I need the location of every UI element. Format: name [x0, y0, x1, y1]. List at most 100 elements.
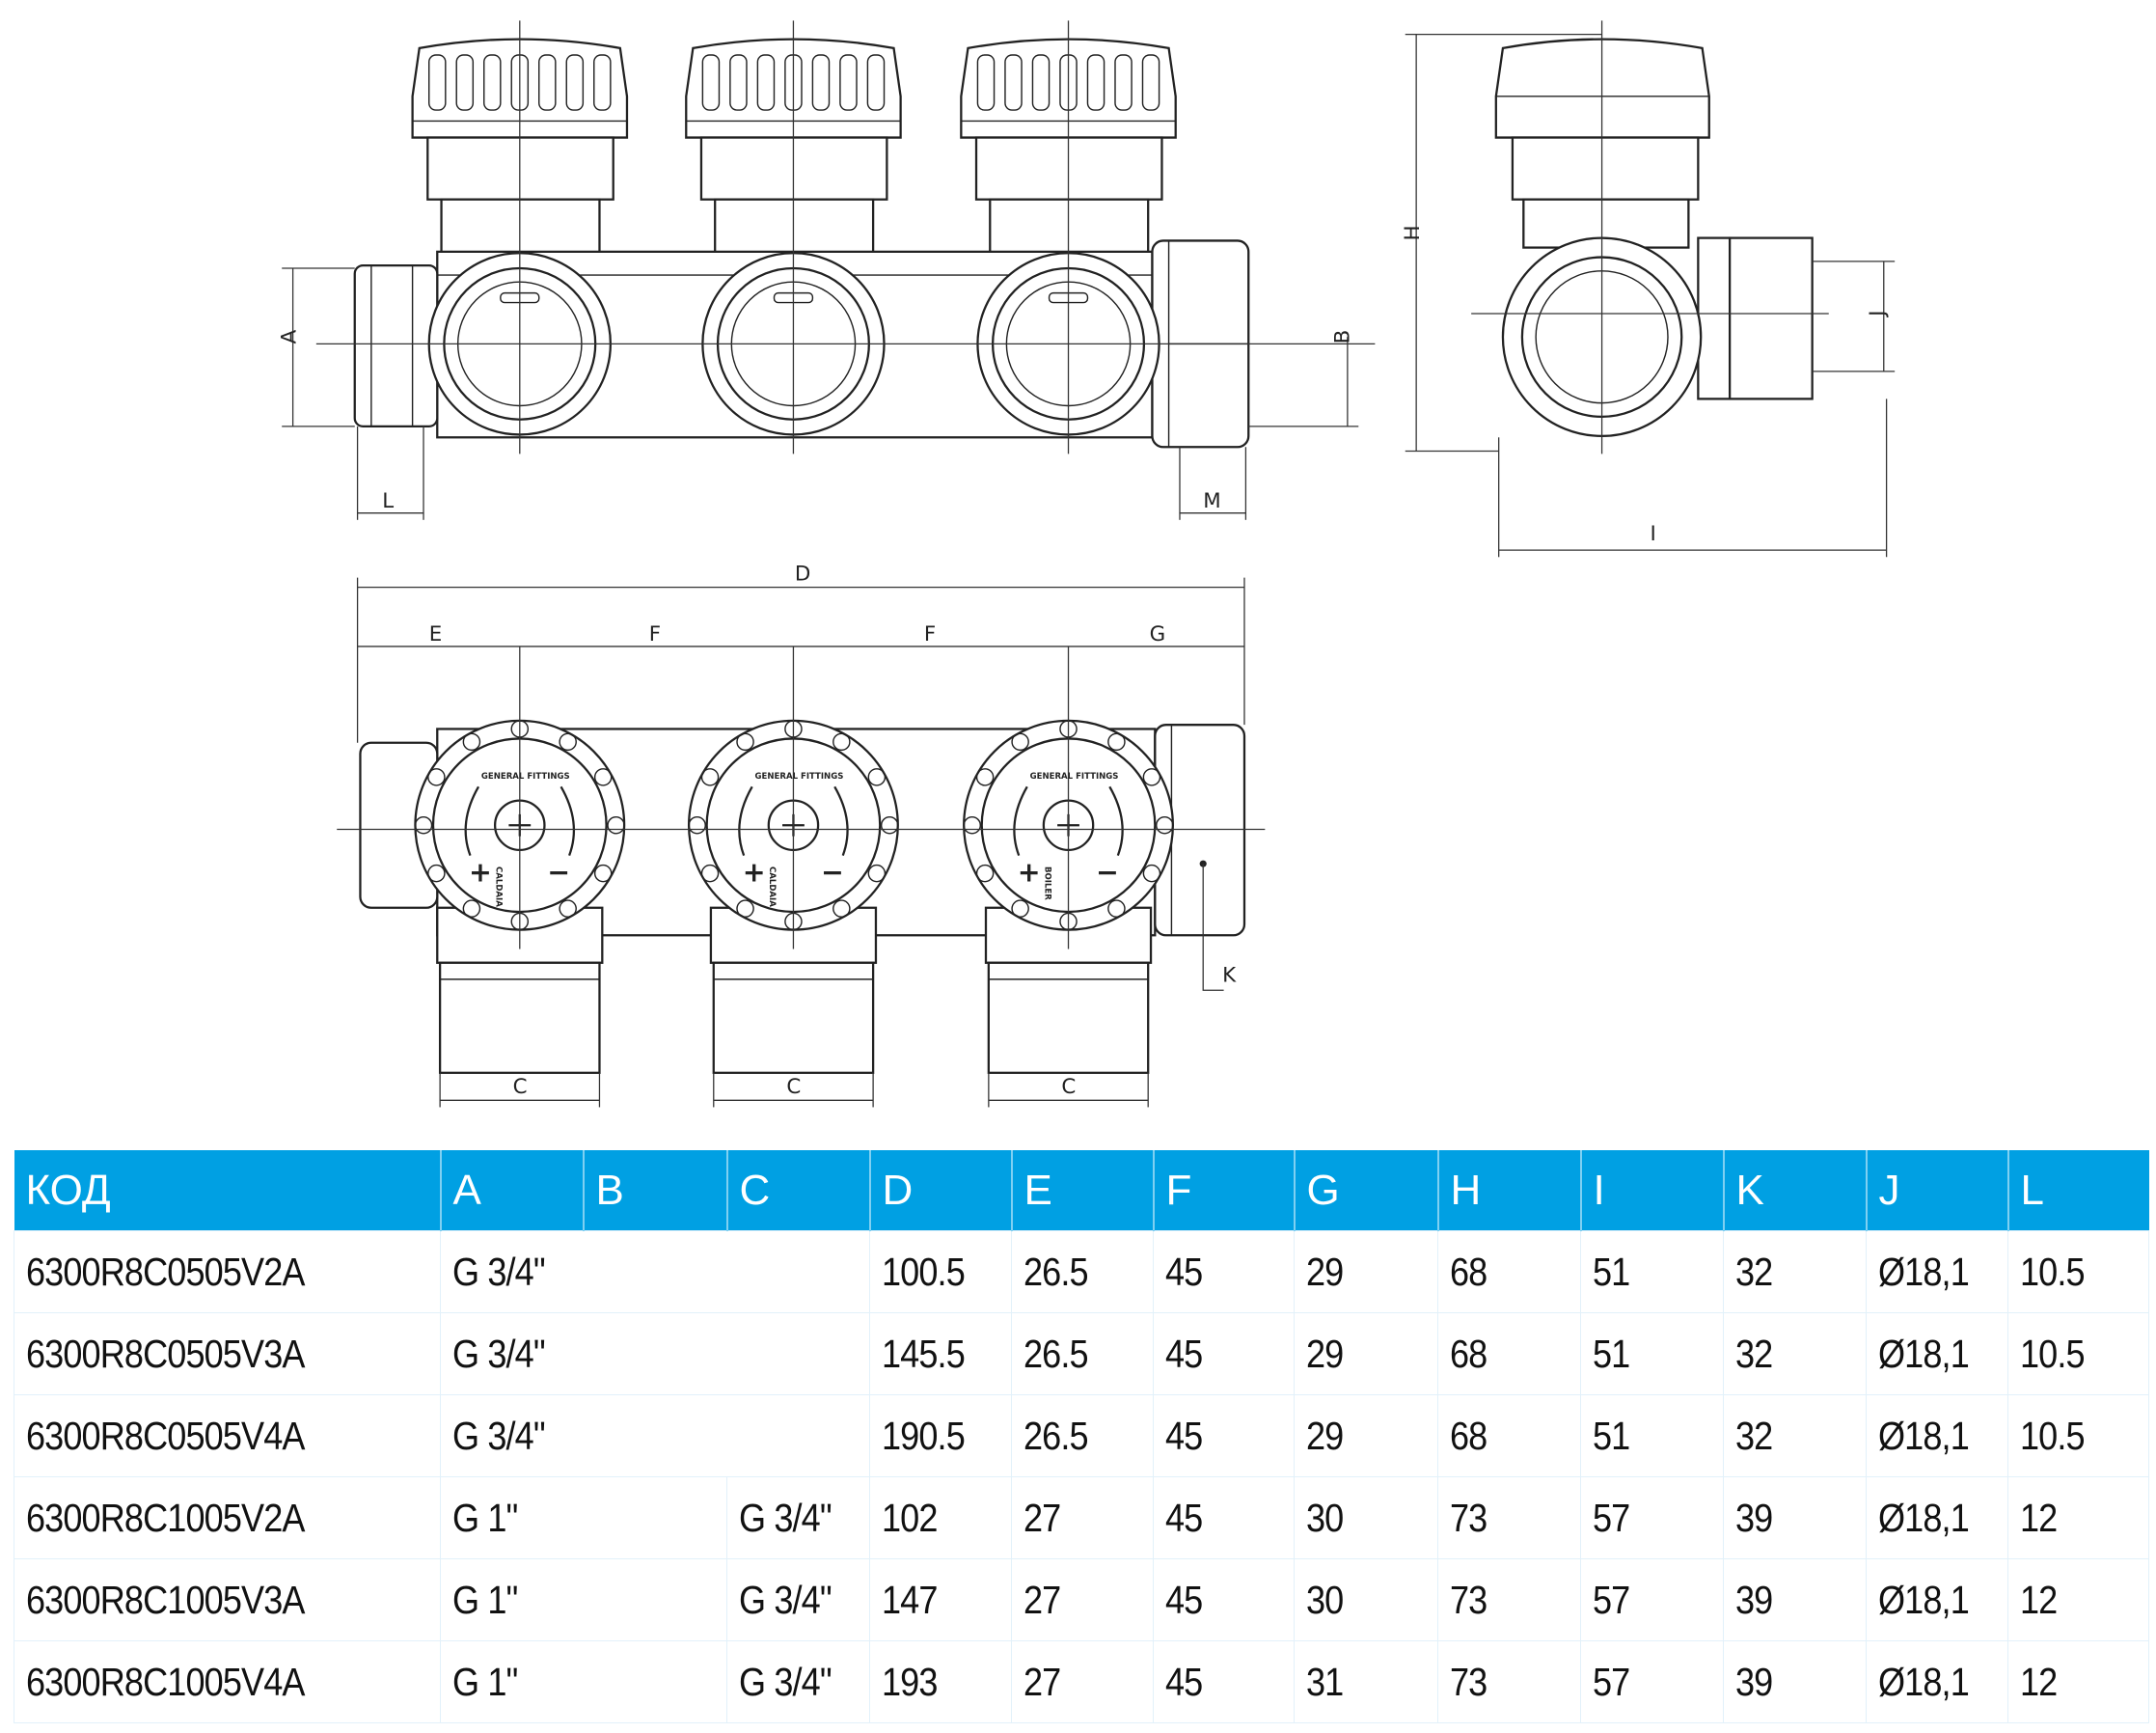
knob-grip: [736, 899, 754, 918]
cell-l: 10.5: [2007, 1312, 2149, 1395]
cell-l: 12: [2007, 1476, 2149, 1559]
cell-value: 32: [1735, 1331, 1773, 1376]
knob-label: CALDAIA: [767, 866, 777, 907]
knob-logo: GENERAL FITTINGS: [1030, 772, 1119, 782]
cell-f: 45: [1153, 1640, 1295, 1723]
plan-view: D E F F G +−GENERAL FITTINGSCALDAIAC+−GE…: [337, 563, 1266, 1108]
knob-grip: [688, 815, 706, 835]
column-header-f: F: [1152, 1150, 1295, 1231]
dim-label-F: F: [649, 622, 661, 646]
knob-grip: [1156, 815, 1174, 835]
knob-grip: [1086, 54, 1105, 111]
knob-grip: [729, 54, 748, 111]
dim-label-A: A: [277, 329, 301, 344]
dim-label-I: I: [1650, 522, 1655, 546]
valve-stem: [714, 198, 875, 253]
cell-k: 39: [1723, 1558, 1867, 1641]
cell-a: G 3/4": [440, 1312, 870, 1395]
cell-g: 30: [1294, 1558, 1438, 1641]
cell-value: 26.5: [1023, 1249, 1089, 1294]
knob-grip: [832, 899, 851, 918]
cell-g: 29: [1294, 1312, 1438, 1395]
knob-grip: [756, 54, 776, 111]
cell-value: 73: [1450, 1495, 1487, 1540]
cell-value: G 3/4": [452, 1331, 546, 1376]
cell-e: 27: [1011, 1640, 1154, 1723]
cell-k: 32: [1723, 1312, 1867, 1395]
column-header-d: D: [868, 1150, 1012, 1231]
cell-j: Ø18,1: [1866, 1312, 2008, 1395]
knob-grip: [593, 768, 613, 786]
cell-value: G 3/4": [452, 1413, 546, 1458]
column-header-i: I: [1579, 1150, 1724, 1231]
cell-l: 12: [2007, 1640, 2149, 1723]
cell-value: 10.5: [2020, 1413, 2086, 1458]
cell-d: 145.5: [869, 1312, 1012, 1395]
cell-l: 10.5: [2007, 1230, 2149, 1313]
knob-grip: [1011, 732, 1029, 752]
cell-e: 27: [1011, 1476, 1154, 1559]
cell-value: 73: [1450, 1577, 1487, 1622]
cell-value: Ø18,1: [1878, 1331, 1970, 1376]
valve-stem: [989, 198, 1150, 253]
cell-value: 51: [1593, 1249, 1630, 1294]
knob-grip: [701, 54, 721, 111]
cell-k: 39: [1723, 1640, 1867, 1723]
knob-grip: [1107, 732, 1126, 752]
cell-code: 6300R8C1005V3A: [14, 1558, 441, 1641]
arrow-icon: [833, 785, 849, 856]
minus-icon: −: [821, 857, 844, 889]
knob-grip: [428, 54, 447, 111]
cell-value: 29: [1306, 1331, 1344, 1376]
cell-value: Ø18,1: [1878, 1413, 1970, 1458]
cell-value: 27: [1023, 1577, 1061, 1622]
dim-label-J: J: [1866, 311, 1890, 318]
cell-value: 57: [1593, 1495, 1630, 1540]
front-valve: [960, 20, 1177, 454]
dim-label-C: C: [513, 1075, 528, 1099]
arrow-icon: [1108, 785, 1124, 856]
cell-value: 6300R8C1005V4A: [26, 1659, 305, 1704]
cell-value: 32: [1735, 1249, 1773, 1294]
plus-icon: +: [1018, 857, 1041, 889]
cell-value: 39: [1735, 1659, 1773, 1704]
column-header-code: КОД: [14, 1150, 441, 1231]
cell-d: 100.5: [869, 1230, 1012, 1313]
knob-grip: [700, 768, 720, 786]
knob-grip: [700, 864, 720, 883]
cell-value: G 3/4": [739, 1577, 832, 1622]
knob-grip: [976, 54, 996, 111]
cell-a: G 1": [440, 1640, 727, 1723]
cell-value: 6300R8C0505V2A: [26, 1249, 305, 1294]
cell-h: 73: [1437, 1558, 1581, 1641]
knob-label: CALDAIA: [494, 866, 504, 907]
cell-value: 57: [1593, 1577, 1630, 1622]
column-header-b: B: [582, 1150, 727, 1231]
cell-value: G 1": [452, 1659, 518, 1704]
cell-j: Ø18,1: [1866, 1394, 2008, 1477]
cell-value: Ø18,1: [1878, 1249, 1970, 1294]
cell-value: 6300R8C0505V3A: [26, 1331, 305, 1376]
cell-value: 31: [1306, 1659, 1344, 1704]
dim-label-M: M: [1203, 489, 1220, 513]
cell-value: 12: [2020, 1495, 2058, 1540]
cell-value: 45: [1165, 1495, 1203, 1540]
column-header-j: J: [1865, 1150, 2008, 1231]
dim-label-G: G: [1150, 622, 1166, 646]
knob-grip: [593, 54, 612, 111]
knob-grip: [811, 54, 831, 111]
cell-e: 26.5: [1011, 1230, 1154, 1313]
cell-value: 45: [1165, 1577, 1203, 1622]
knob-grip: [607, 815, 625, 835]
knob-grip: [975, 864, 995, 883]
knob-grip: [538, 54, 557, 111]
knob-grip: [1004, 54, 1023, 111]
cell-value: 45: [1165, 1413, 1203, 1458]
cell-value: 102: [882, 1495, 938, 1540]
dim-label-H: H: [1401, 225, 1425, 240]
outlet-thread: [712, 961, 875, 1074]
dim-label-B: B: [1330, 330, 1354, 344]
